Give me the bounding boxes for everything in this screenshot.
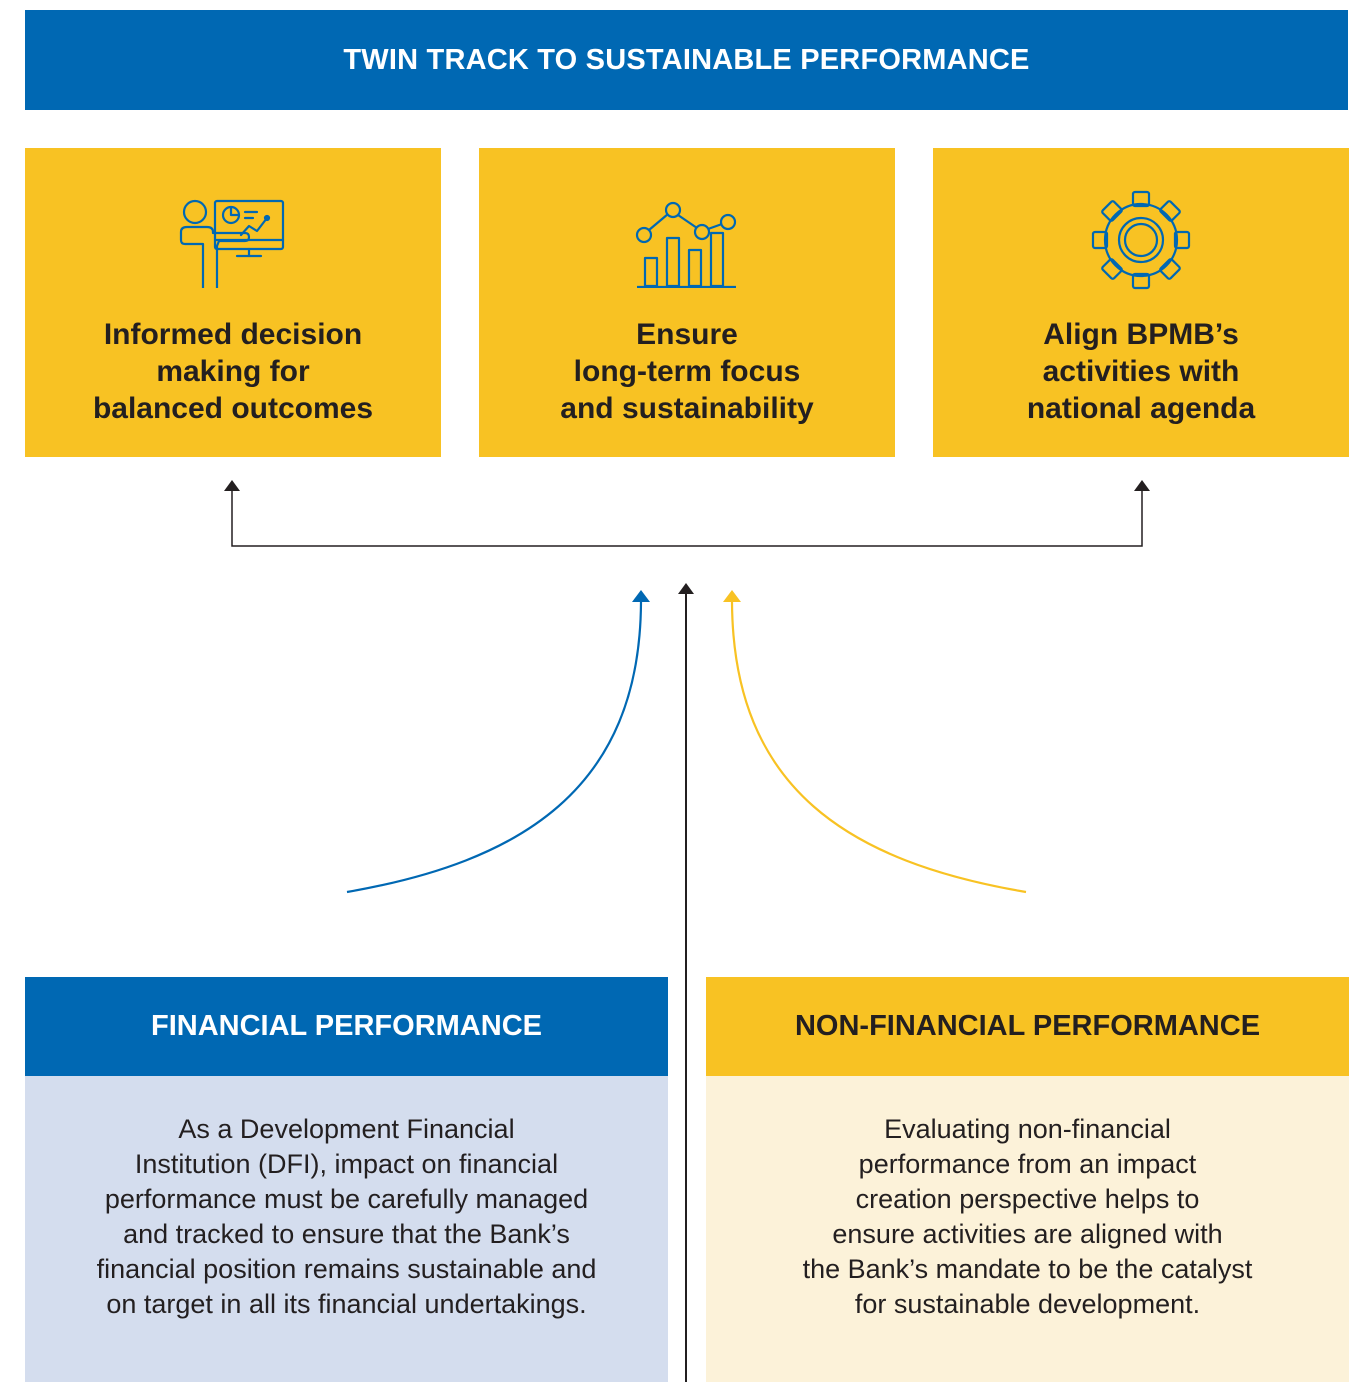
financial-curve-arrow bbox=[346, 601, 643, 894]
gear-tooth bbox=[1131, 272, 1151, 290]
gear-tooth bbox=[1159, 258, 1181, 280]
non-financial-curve-arrow bbox=[730, 601, 1027, 894]
gear-tooth bbox=[1101, 258, 1123, 280]
gear-tooth bbox=[1101, 200, 1123, 222]
financial-arrowhead bbox=[632, 590, 650, 602]
non-financial-arrowhead bbox=[723, 590, 741, 602]
financial-performance-body: As a Development Financial Institution (… bbox=[25, 1076, 668, 1382]
gear-teeth bbox=[1091, 190, 1191, 290]
card-text: Informed decision making for balanced ou… bbox=[92, 318, 374, 425]
bar-line-chart-icon bbox=[479, 188, 895, 298]
gear-tooth bbox=[1159, 200, 1181, 222]
financial-performance-header: FINANCIAL PERFORMANCE bbox=[25, 977, 668, 1076]
page-title: TWIN TRACK TO SUSTAINABLE PERFORMANCE bbox=[343, 43, 1030, 76]
financial-title: FINANCIAL PERFORMANCE bbox=[151, 1010, 542, 1042]
card-long-term-focus: Ensure long-term focus and sustainabilit… bbox=[479, 148, 895, 457]
arrowhead-left bbox=[224, 480, 240, 491]
card-text: Align BPMB’s activities with national ag… bbox=[1026, 318, 1256, 425]
header-banner: TWIN TRACK TO SUSTAINABLE PERFORMANCE bbox=[25, 10, 1348, 110]
card-informed-decision: Informed decision making for balanced ou… bbox=[25, 148, 441, 457]
bracket-connector bbox=[231, 488, 1143, 547]
arrowhead-right bbox=[1134, 480, 1150, 491]
gear-tooth bbox=[1131, 190, 1151, 208]
presentation-screen-icon bbox=[25, 188, 441, 298]
card-text: Ensure long-term focus and sustainabilit… bbox=[560, 318, 814, 425]
card-national-agenda: Align BPMB’s activities with national ag… bbox=[933, 148, 1349, 457]
gear-tooth bbox=[1091, 230, 1109, 250]
center-arrowhead bbox=[678, 583, 694, 594]
non-financial-performance-header: NON-FINANCIAL PERFORMANCE bbox=[706, 977, 1349, 1076]
non-financial-title: NON-FINANCIAL PERFORMANCE bbox=[794, 1010, 1261, 1042]
non-financial-performance-body: Evaluating non-financial performance fro… bbox=[706, 1076, 1349, 1382]
gear-icon bbox=[933, 188, 1349, 298]
gear-tooth bbox=[1173, 230, 1191, 250]
